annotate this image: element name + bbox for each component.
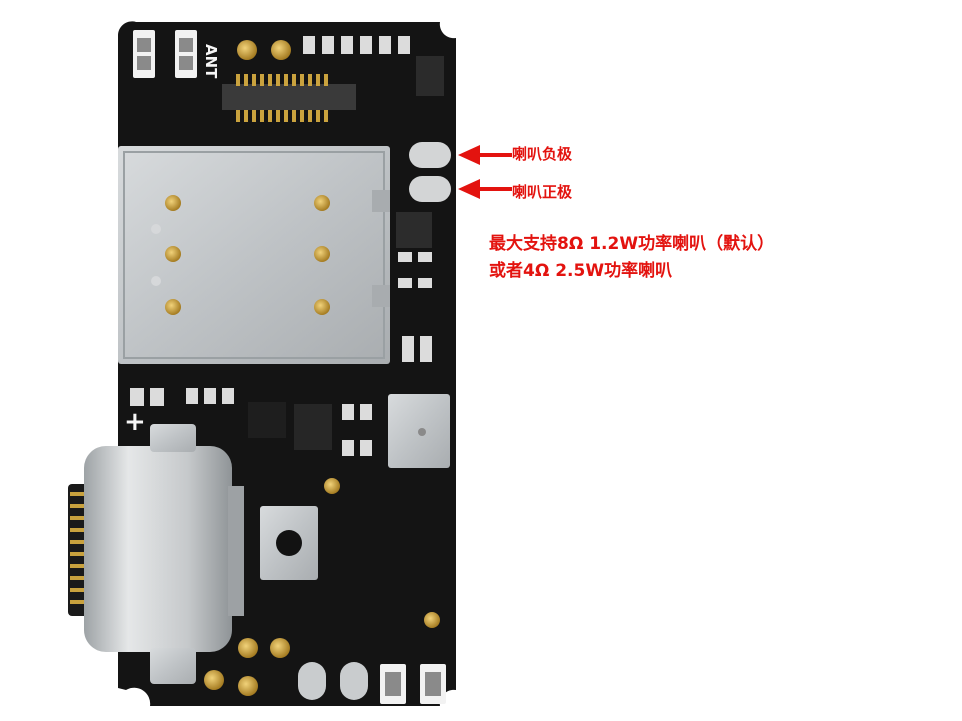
spec-line-2: 或者4Ω 2.5W功率喇叭 — [489, 261, 673, 281]
ant-label: ANT — [202, 44, 220, 79]
speaker-positive-label: 喇叭正极 — [512, 183, 573, 201]
spec-line-1: 最大支持8Ω 1.2W功率喇叭（默认） — [489, 234, 775, 254]
arrow-positive-icon — [458, 179, 512, 199]
speaker-negative-label: 喇叭负极 — [512, 145, 573, 163]
arrow-negative-icon — [458, 145, 512, 165]
plus-label: + — [124, 407, 146, 437]
speaker-negative-pad — [409, 142, 451, 168]
usb-c-port — [84, 446, 232, 652]
sim-holder — [118, 146, 390, 364]
speaker-spec-note: 最大支持8Ω 1.2W功率喇叭（默认） 或者4Ω 2.5W功率喇叭 — [489, 231, 774, 285]
speaker-positive-pad — [409, 176, 451, 202]
